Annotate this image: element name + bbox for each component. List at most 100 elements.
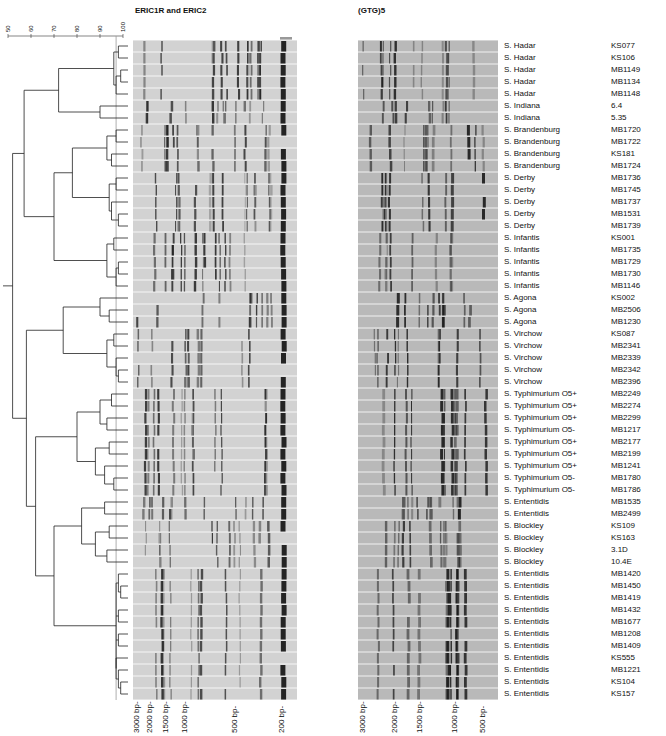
gel-band — [260, 53, 261, 64]
gel-band — [390, 41, 391, 52]
gel-band — [198, 365, 201, 376]
gel-band — [417, 689, 420, 700]
serotype-label: S. Typhimurium O5+ — [504, 389, 577, 399]
gel-band — [446, 653, 449, 664]
gel-band — [178, 209, 180, 220]
gel-band — [264, 161, 265, 172]
gel-band — [195, 269, 197, 280]
serotype-label: S. Ententidis — [504, 617, 549, 627]
gel-band — [255, 185, 257, 196]
gel-band — [449, 41, 450, 52]
gel-band — [226, 629, 228, 640]
gel-band — [198, 665, 200, 676]
gel-band — [464, 425, 466, 436]
gel-band — [198, 641, 200, 652]
lane-separator — [133, 652, 297, 653]
gel-band — [217, 521, 218, 532]
gel-band — [166, 125, 168, 136]
gel-band — [445, 485, 446, 496]
gel-band — [136, 317, 138, 328]
gel-band — [162, 665, 164, 676]
gel-band — [404, 305, 406, 316]
gel-band — [452, 473, 455, 484]
gel-band — [398, 353, 399, 364]
gel-band — [270, 209, 273, 220]
gel-band — [385, 197, 388, 208]
gel-band — [450, 245, 452, 256]
gel-band — [266, 485, 268, 496]
gel-band — [464, 437, 466, 448]
gel-band — [456, 641, 458, 652]
gel-band — [418, 629, 421, 640]
gel-band — [194, 209, 196, 220]
gel-band — [262, 113, 263, 124]
gel-band — [177, 161, 179, 172]
gel-band — [281, 269, 286, 280]
gel-band — [202, 305, 204, 316]
serotype-label: S. Virchow — [504, 365, 542, 375]
gel-band — [451, 449, 454, 460]
gel-band — [457, 605, 460, 616]
lane-separator — [133, 100, 297, 101]
gel-band — [260, 641, 262, 652]
gel-band — [249, 53, 250, 64]
gel-band — [251, 89, 253, 100]
gel-band — [220, 41, 222, 52]
gel-band — [170, 545, 171, 556]
gel-band — [432, 149, 435, 160]
dendrogram-branch — [59, 112, 100, 113]
gel-band — [449, 101, 450, 112]
gel-band — [380, 53, 382, 64]
gel-band — [411, 281, 413, 292]
gel-band — [435, 257, 437, 268]
gel-band — [166, 149, 168, 160]
gel-band — [260, 77, 261, 88]
gel-band — [265, 389, 267, 400]
gel-band — [202, 269, 203, 280]
gel-band — [446, 65, 448, 76]
gel-band — [459, 557, 462, 568]
gel-band — [246, 77, 248, 88]
gel-band — [254, 197, 255, 208]
gel-band — [464, 569, 467, 580]
dendrogram-branch — [121, 694, 128, 695]
gel-band — [221, 77, 223, 88]
gel-band — [264, 425, 266, 436]
gel-band — [454, 425, 457, 436]
lane-separator — [358, 292, 498, 293]
gel-band — [465, 617, 468, 628]
gel-band — [221, 53, 223, 64]
gel-band — [145, 401, 147, 412]
gel-band — [215, 233, 217, 244]
gel-band — [394, 533, 396, 544]
lane-separator — [358, 640, 498, 641]
gel-band — [225, 581, 227, 592]
gel-band — [254, 557, 256, 568]
gel-band — [191, 593, 192, 604]
gel-band — [254, 185, 255, 196]
gel-band — [269, 209, 270, 220]
gel-band — [442, 89, 444, 100]
gel-band — [385, 269, 387, 280]
gel-band — [451, 485, 454, 496]
gel-band — [221, 389, 222, 400]
gel-band — [141, 125, 143, 136]
lane-separator — [133, 496, 297, 497]
scale-tick — [123, 34, 124, 38]
gel-band — [256, 305, 257, 316]
gel-band — [456, 353, 458, 364]
gel-band — [197, 137, 198, 148]
gel-band — [173, 461, 175, 472]
gel-band — [446, 545, 448, 556]
strain-id: MB1146 — [611, 281, 640, 291]
gel-band — [143, 41, 145, 52]
gel-band — [155, 605, 157, 616]
gel-band — [393, 557, 395, 568]
lane-separator — [133, 172, 297, 173]
gel-band — [137, 377, 139, 388]
gel-band — [422, 209, 424, 220]
gel-band — [267, 137, 269, 148]
lane-separator — [133, 676, 297, 677]
gel-band — [258, 533, 261, 544]
serotype-label: S. Derby — [504, 185, 535, 195]
